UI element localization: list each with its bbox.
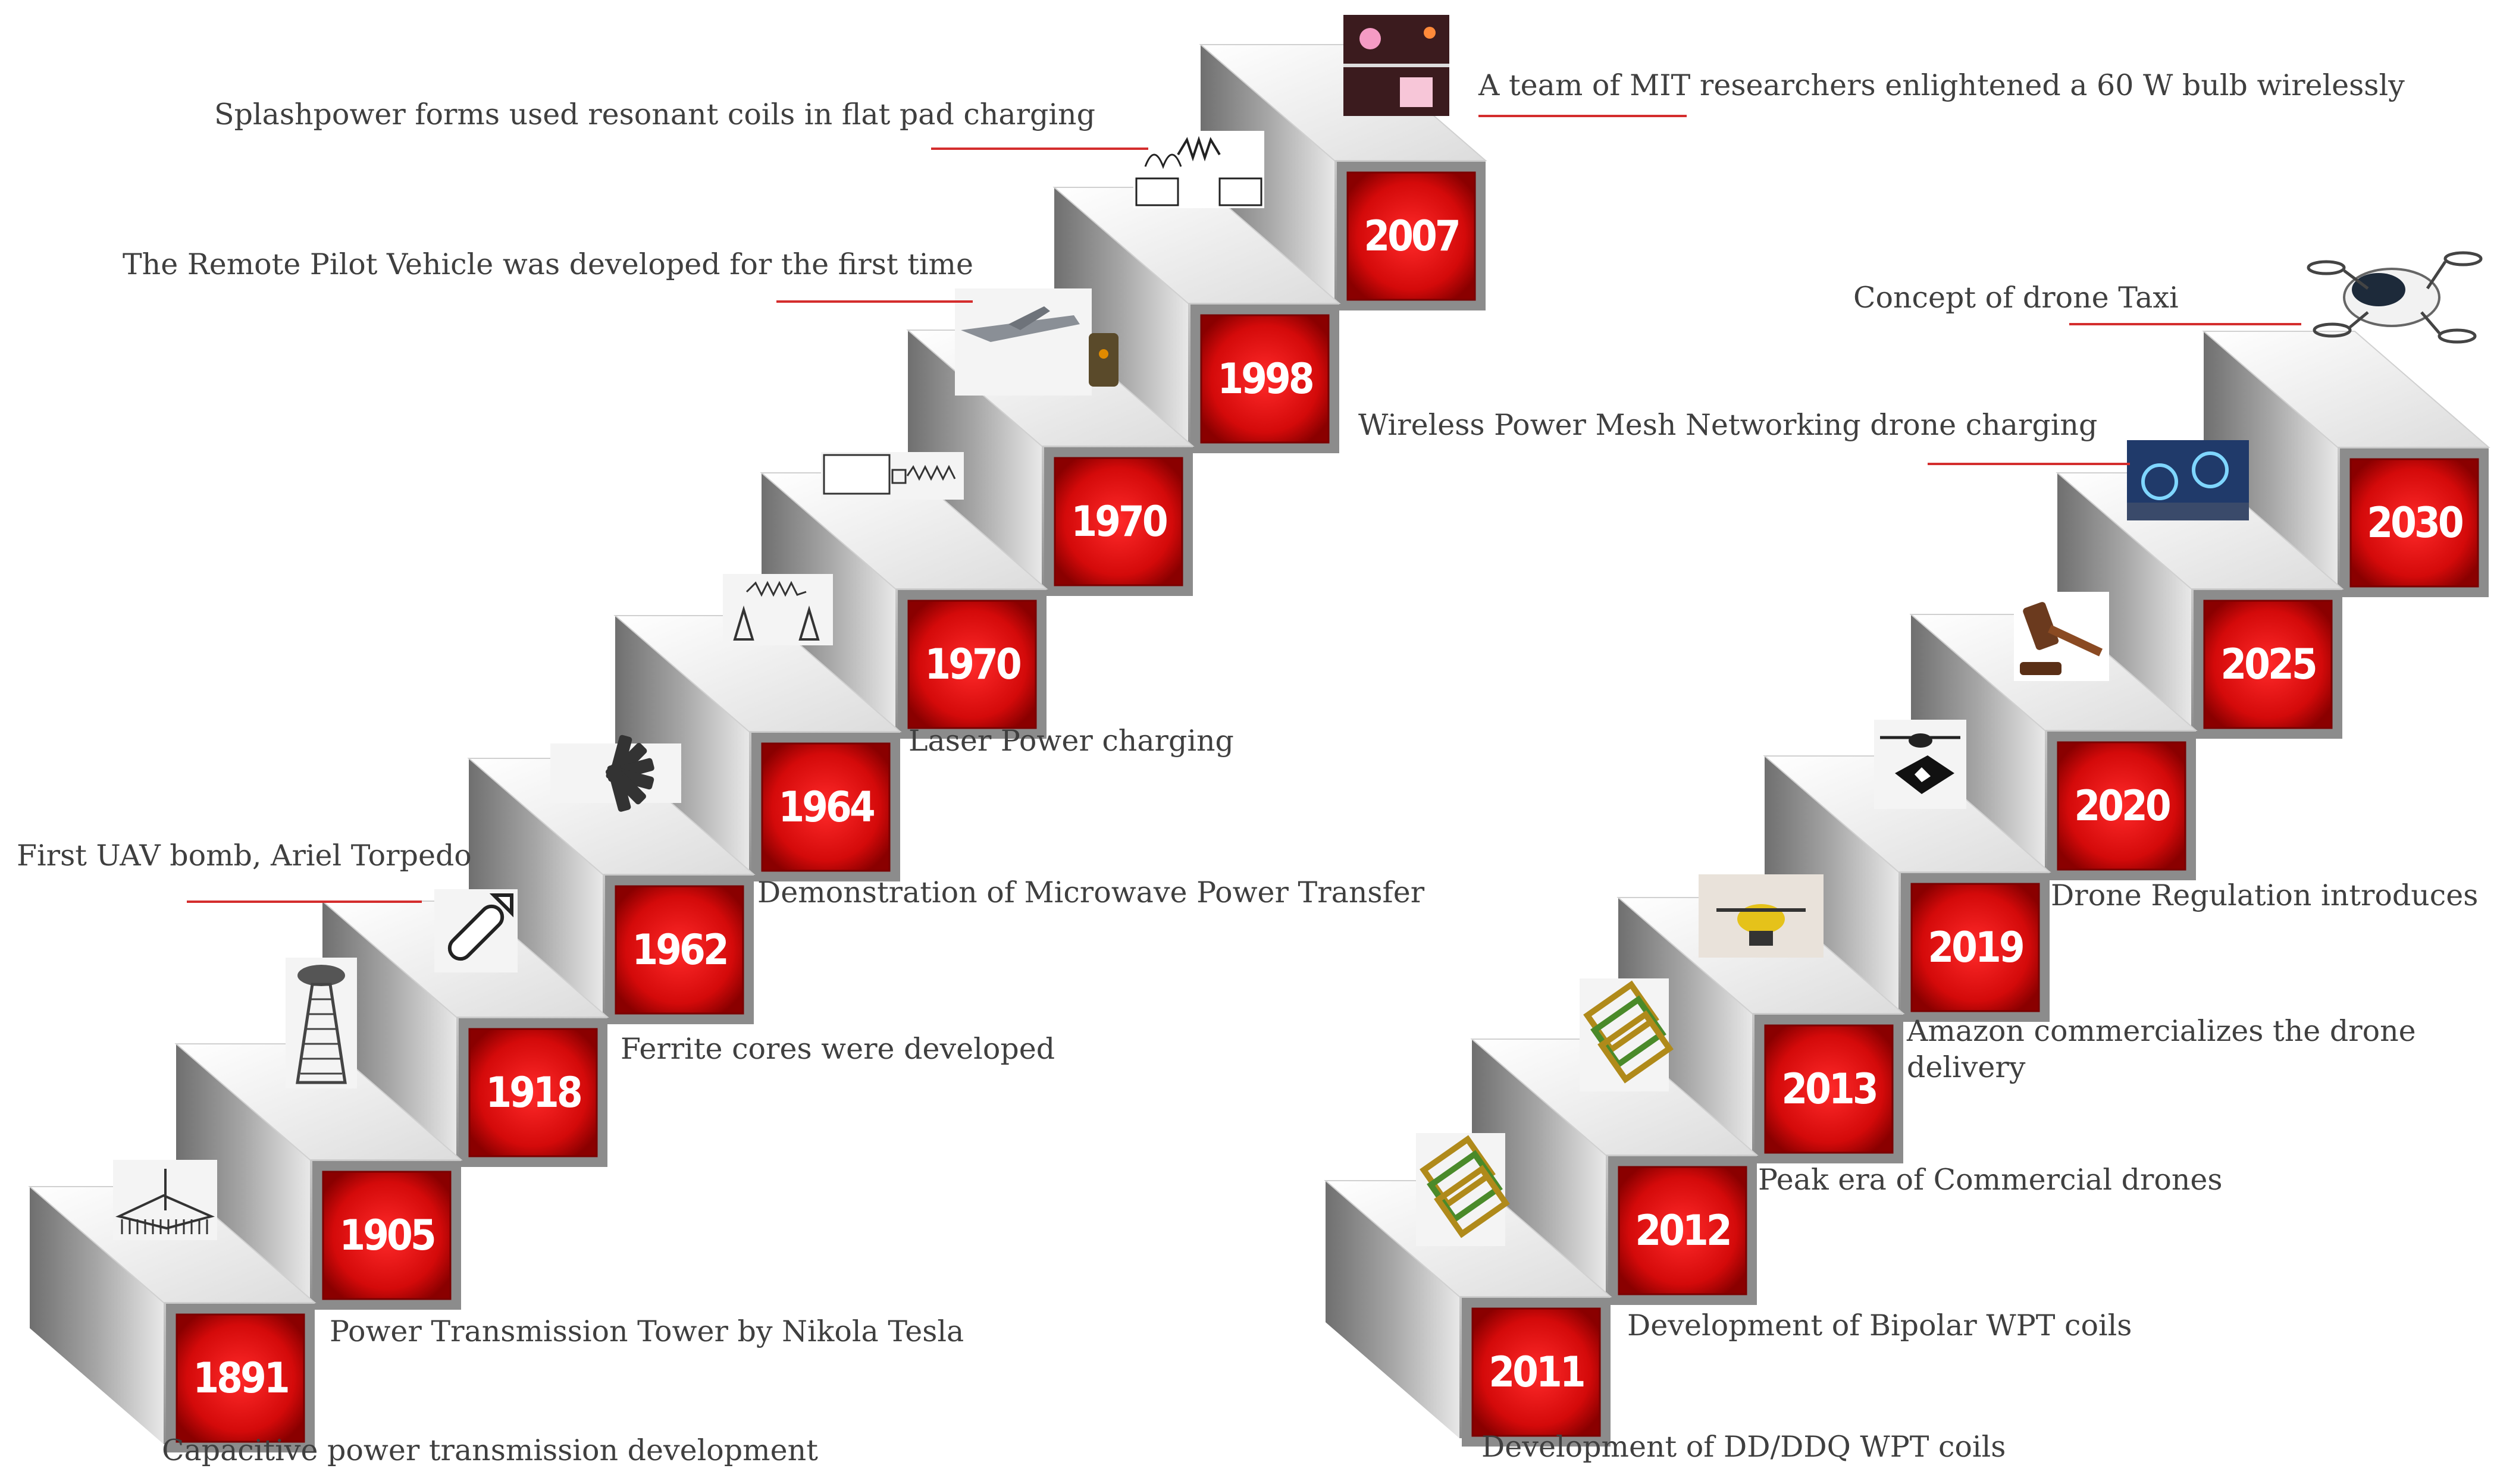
year-label-1918: 1918 [485, 1068, 580, 1117]
label-1998: Splashpower forms used resonant coils in… [214, 98, 1095, 131]
step-side-face [1765, 756, 1898, 1014]
year-label-2030: 2030 [2367, 498, 2462, 547]
year-box [1764, 1024, 1894, 1154]
label-1918-underline [187, 901, 422, 903]
year-label-2025: 2025 [2220, 640, 2315, 689]
label-2007-underline [1478, 115, 1687, 117]
laser-beam-icon [821, 452, 964, 500]
left-step-1905: 1905 [174, 1043, 463, 1310]
year-label-1891: 1891 [193, 1354, 287, 1403]
step-side-face [1911, 614, 2045, 872]
left-step-1970: 1970 [906, 330, 1195, 596]
step-side-face [2204, 331, 2338, 589]
year-box [1054, 457, 1183, 586]
step-side-face [615, 616, 749, 873]
right-step-2020: 2020 [1909, 614, 2198, 880]
left-step-1964: 1964 [613, 615, 902, 881]
label-1970-rpv-underline [776, 300, 973, 303]
year-label-2012: 2012 [1635, 1206, 1730, 1255]
year-box [468, 1028, 598, 1157]
year-label-1962: 1962 [632, 925, 726, 974]
year-label-2013: 2013 [1781, 1065, 1876, 1113]
year-box [1200, 314, 1330, 444]
step-side-face [469, 758, 603, 1016]
label-2007: A team of MIT researchers enlightened a … [1478, 68, 2405, 102]
right-step-2025: 2025 [2056, 472, 2344, 739]
year-label-2019: 2019 [1928, 923, 2022, 972]
label-2030-underline [2069, 323, 2301, 325]
year-box [2203, 600, 2333, 729]
step-icons [113, 15, 2483, 1246]
label-1964: Demonstration of Microwave Power Transfe… [757, 876, 1425, 909]
year-box [1346, 171, 1476, 301]
left-step-1891: 1891 [28, 1186, 317, 1452]
gavel-icon [2014, 592, 2109, 681]
year-label-1964: 1964 [778, 783, 873, 832]
label-2025-underline [1928, 463, 2130, 465]
label-2013: Peak era of Commercial drones [1758, 1163, 2223, 1197]
year-label-2020: 2020 [2074, 782, 2169, 830]
step-side-face [2057, 473, 2191, 730]
resonant-coil-circuit-icon [1133, 131, 1264, 208]
year-box [2349, 458, 2479, 588]
delivery-drone-icon [1874, 720, 1966, 809]
year-label-2007: 2007 [1364, 212, 1458, 261]
label-2011: Development of DD/DDQ WPT coils [1481, 1430, 2006, 1464]
year-label-1905: 1905 [339, 1211, 434, 1260]
label-2030: Concept of drone Taxi [1853, 281, 2179, 315]
year-label-1970: 1970 [925, 640, 1020, 689]
step-side-face [1326, 1181, 1459, 1438]
left-step-1998: 1998 [1052, 187, 1341, 453]
label-2019: Amazon commercializes the drone delivery [1907, 1014, 2416, 1085]
label-1970-laser: Laser Power charging [908, 724, 1234, 758]
label-1891: Capacitive power transmission developmen… [162, 1433, 818, 1467]
right-step-2019: 2019 [1763, 755, 2051, 1022]
year-box [1618, 1166, 1747, 1295]
year-label-2011: 2011 [1489, 1348, 1583, 1397]
bipolar-coil-icon [1580, 978, 1674, 1091]
label-2020: Drone Regulation introduces [2051, 879, 2479, 912]
label-2012: Development of Bipolar WPT coils [1627, 1309, 2132, 1342]
label-1998-underline [931, 148, 1148, 150]
year-box [615, 885, 744, 1015]
drone-taxi-icon [2307, 251, 2483, 344]
mesh-charging-icon [2127, 440, 2249, 520]
year-box [1910, 883, 2040, 1012]
torpedo-bomb-icon [434, 889, 518, 972]
capacitor-plate-icon [113, 1160, 217, 1240]
left-step-1962: 1962 [467, 758, 756, 1024]
commercial-drone-icon [1699, 874, 1824, 958]
step-side-face [1472, 1039, 1606, 1297]
year-label-1998: 1998 [1217, 354, 1312, 403]
year-label-1970: 1970 [1071, 497, 1166, 546]
label-1962: Ferrite cores were developed [621, 1032, 1055, 1066]
remote-pilot-vehicle-icon [955, 288, 1119, 396]
tesla-tower-icon [286, 958, 357, 1088]
left-staircase: 2007 1998 1970 1970 1964 1962 1918 1905 1891 [28, 44, 1487, 1452]
label-1970-rpv: The Remote Pilot Vehicle was developed f… [123, 247, 974, 281]
microwave-antenna-icon [723, 574, 833, 645]
ferrite-cores-icon [550, 735, 681, 812]
step-side-face [1054, 187, 1188, 445]
step-side-face [1618, 898, 1752, 1155]
step-side-face [908, 330, 1042, 588]
step-side-face [176, 1044, 310, 1301]
dd-coil-icon [1416, 1133, 1510, 1246]
right-step-2012: 2012 [1470, 1039, 1759, 1305]
year-box [761, 742, 891, 872]
wireless-bulb-icon [1343, 15, 1449, 116]
year-box [176, 1313, 305, 1443]
label-2025: Wireless Power Mesh Networking drone cha… [1358, 408, 2098, 442]
label-1905: Power Transmission Tower by Nikola Tesla [330, 1314, 964, 1348]
step-side-face [30, 1187, 164, 1444]
year-box [2057, 741, 2186, 871]
year-box [907, 600, 1037, 729]
label-1918: First UAV bomb, Ariel Torpedo [17, 839, 472, 873]
year-box [322, 1171, 452, 1300]
right-step-2030: 2030 [2202, 331, 2490, 597]
step-side-face [1201, 45, 1334, 302]
left-step-2007: 2007 [1199, 44, 1487, 310]
year-box [1471, 1307, 1601, 1437]
